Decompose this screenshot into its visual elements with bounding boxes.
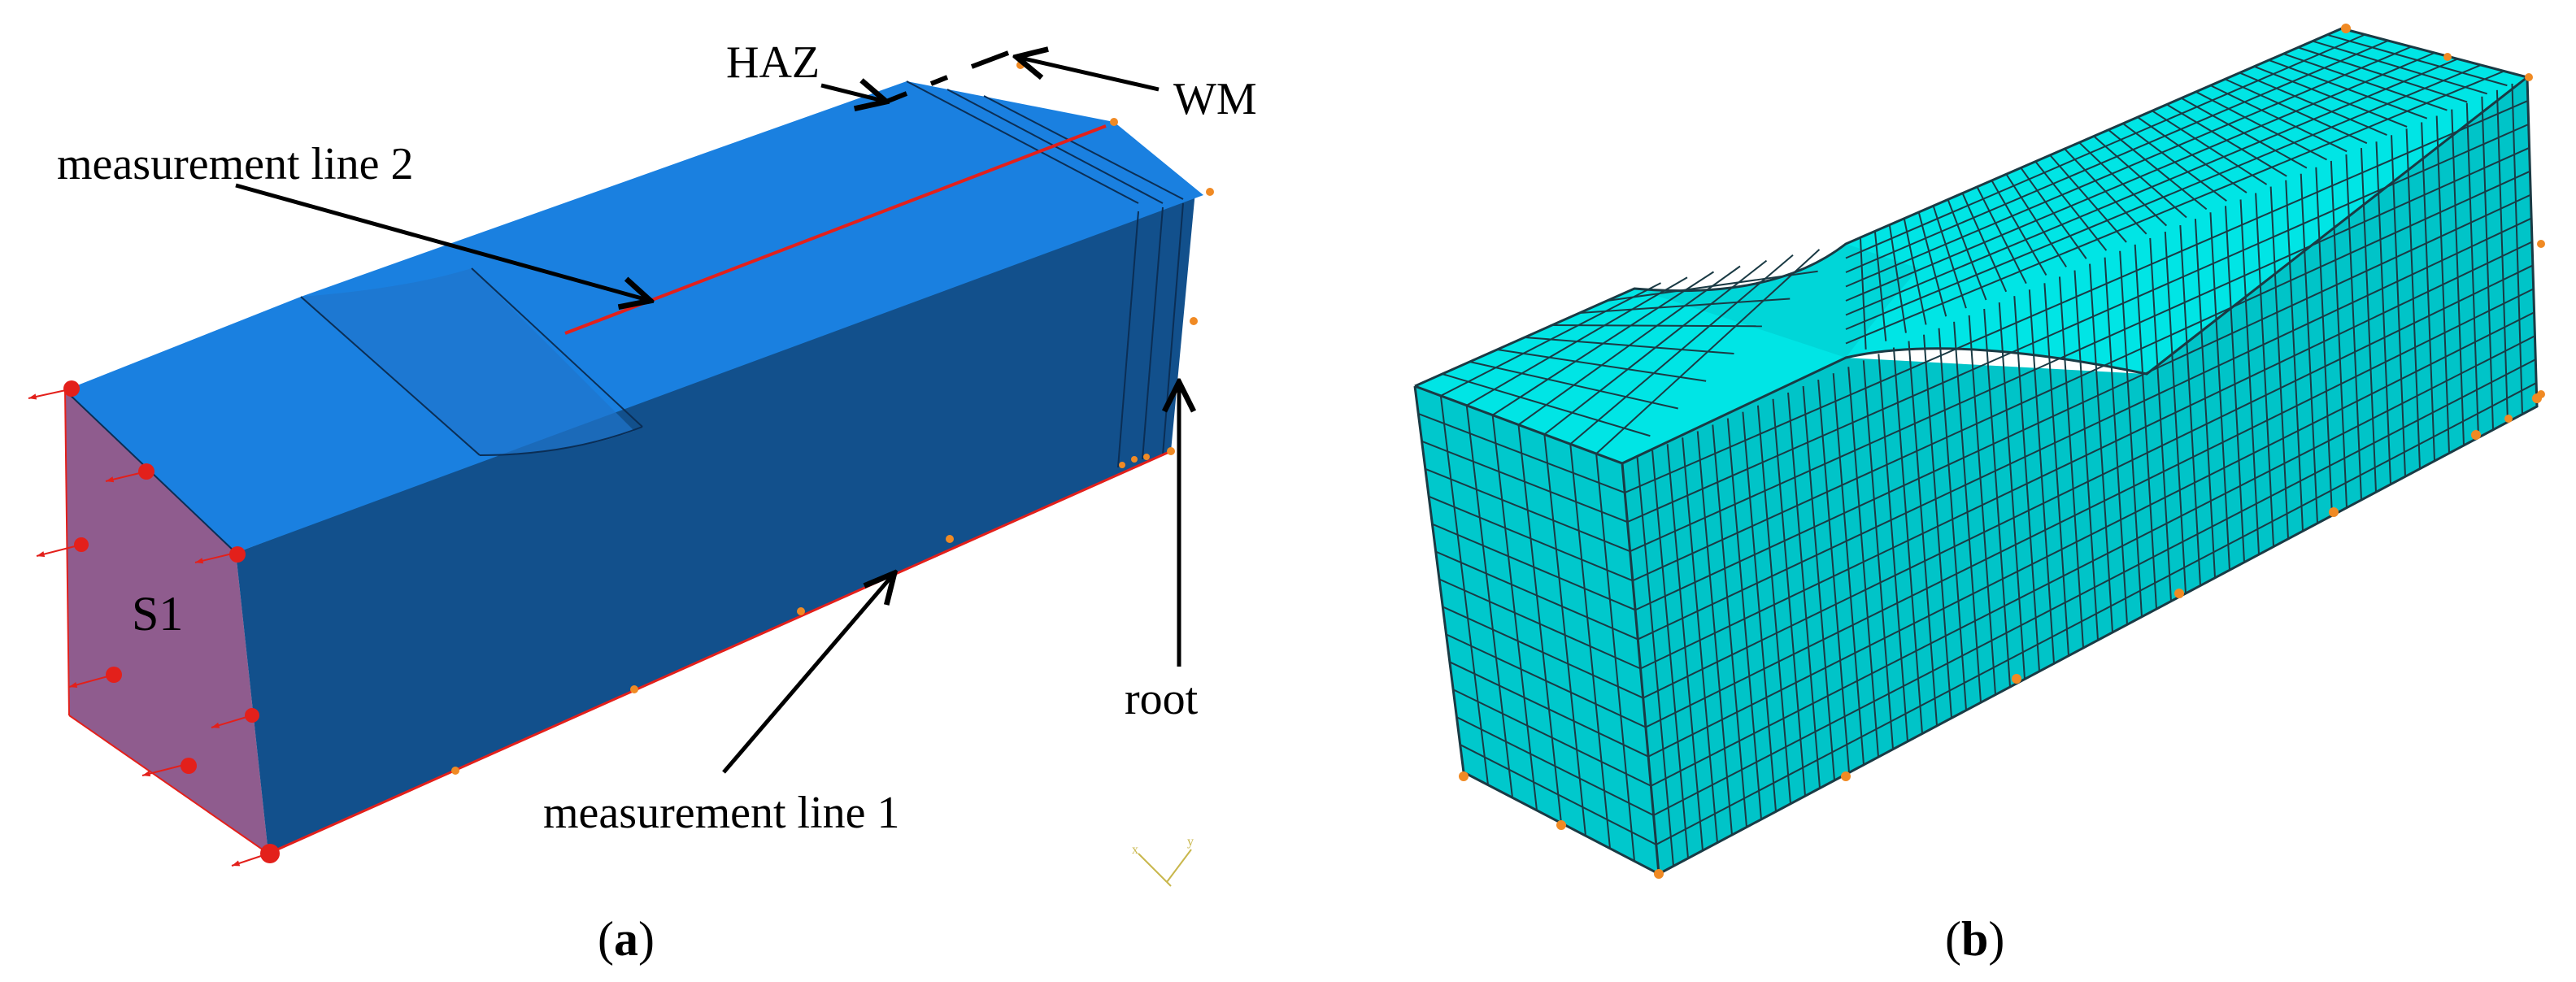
mesh-line (1643, 264, 2534, 699)
mesh-line (1845, 46, 2412, 288)
mesh-line (1543, 259, 1768, 436)
notch-shade (301, 268, 634, 455)
s1-edges (64, 389, 269, 854)
mesh-line (1417, 412, 1625, 494)
end-face-s1 (65, 390, 268, 854)
mesh-line (1627, 123, 2530, 524)
mesh-line (1632, 170, 2530, 582)
mesh-line (1460, 744, 1657, 845)
mesh-end-grid (1417, 395, 1657, 862)
mesh-line (1845, 70, 2504, 345)
mesh-top-face (1415, 28, 2527, 463)
mesh-line (1438, 578, 1641, 670)
mesh-line (1435, 550, 1638, 641)
mesh-line (1449, 661, 1649, 758)
load-arrows (28, 388, 269, 867)
mesh-line (1624, 100, 2529, 493)
label-measurement-line-1: measurement line 1 (543, 788, 900, 838)
top-edges (64, 80, 1184, 554)
arrow-haz (820, 85, 886, 102)
arrow-wm (1016, 57, 1160, 92)
caption-a: (a) (598, 912, 655, 966)
mesh-front-grid (1624, 83, 2537, 867)
mesh-line (1656, 382, 2537, 845)
mesh-line (1440, 282, 1661, 397)
mesh-line (1517, 265, 1741, 426)
mesh-line (1845, 64, 2482, 330)
label-haz: HAZ (726, 37, 820, 88)
mesh-line (1452, 689, 1651, 787)
annotation-arrows (235, 57, 1179, 774)
mesh-line (1428, 495, 1634, 582)
axis-triad (1138, 849, 1192, 887)
bottom-edge-red (268, 450, 1172, 855)
mesh-line (1569, 254, 1794, 445)
mesh-line (1492, 271, 1715, 416)
mesh-line (1425, 467, 1631, 553)
mesh-line (1637, 217, 2532, 641)
axis-y-label: y (1187, 835, 1194, 849)
mesh-line (1432, 523, 1636, 611)
mesh-line (1421, 440, 1628, 524)
mesh-line (1456, 716, 1655, 816)
label-measurement-line-2: measurement line 2 (57, 139, 414, 189)
mesh-line (1446, 633, 1647, 728)
mesh-line (1442, 606, 1644, 699)
axis-x-label: x (1132, 843, 1138, 857)
mesh-line (1845, 58, 2458, 316)
arrow-line2 (235, 183, 651, 301)
mesh-line (1653, 358, 2536, 816)
mesh-line (1647, 311, 2535, 758)
label-s1: S1 (132, 587, 183, 641)
label-wm: WM (1173, 74, 1257, 124)
mesh-line (1845, 52, 2435, 302)
constraint-markers-b (1459, 24, 2545, 879)
mesh-line (1650, 335, 2535, 787)
caption-b: (b) (1945, 912, 2004, 966)
panel-b: (b) (1413, 24, 2545, 966)
mesh-line (1845, 33, 2365, 259)
load-clusters (63, 380, 280, 863)
panel-a: HAZ WM measurement line 2 measurement li… (28, 37, 1257, 966)
front-face (236, 191, 1195, 854)
arrow-line1 (722, 573, 894, 774)
mesh-line (1634, 193, 2531, 611)
mesh-line (1595, 249, 1821, 454)
mesh-line (1845, 40, 2389, 273)
mesh-front-face (1622, 77, 2537, 874)
mesh-top-grid (1440, 33, 2508, 454)
mesh-line (1645, 288, 2535, 728)
mesh-line (1466, 276, 1688, 406)
mesh-line (1630, 146, 2530, 553)
mesh-line (1640, 241, 2533, 670)
label-root: root (1125, 674, 1199, 724)
